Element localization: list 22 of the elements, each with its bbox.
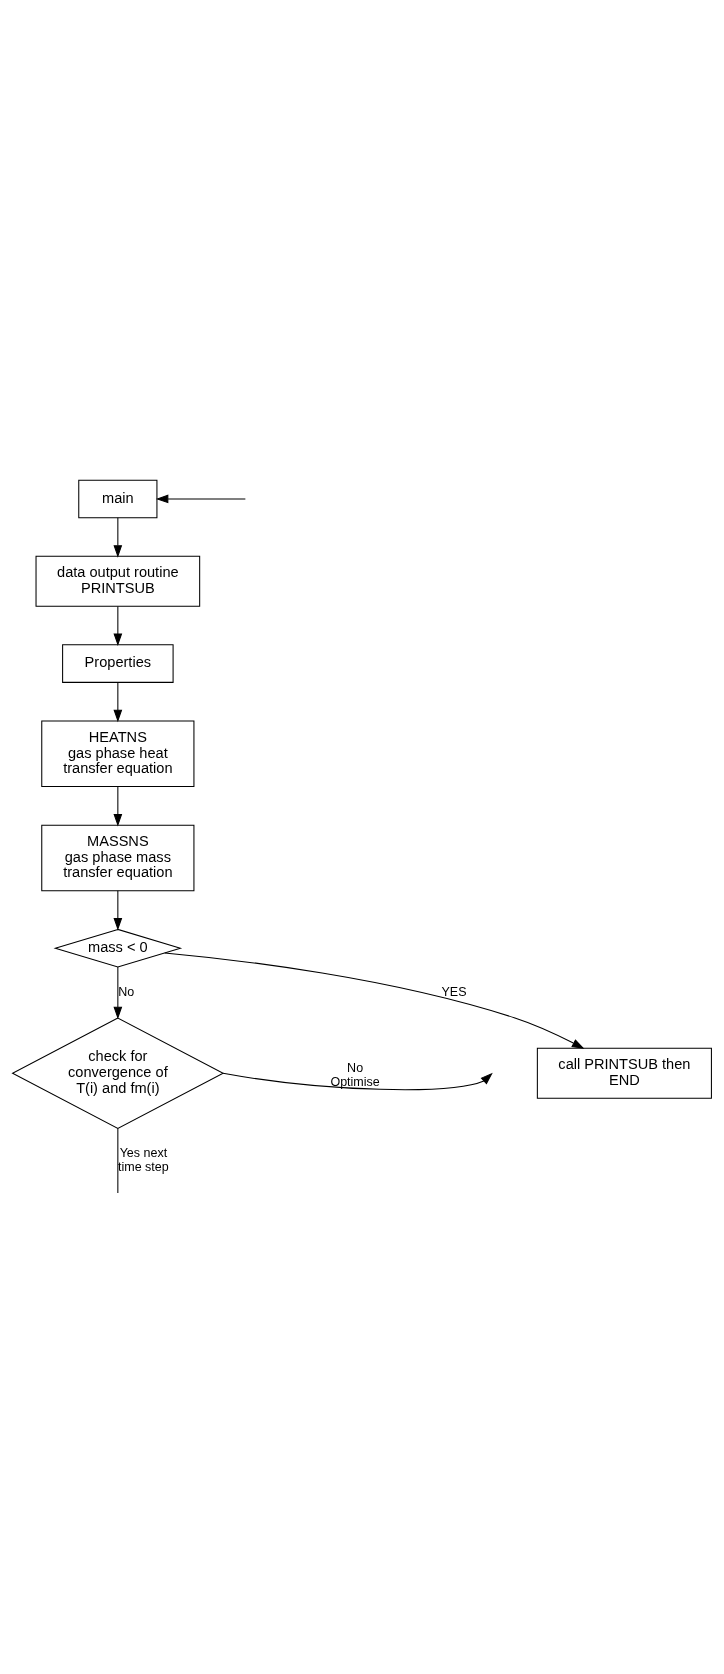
arrow xyxy=(113,786,123,827)
node-box: data output routine PRINTSUB xyxy=(35,555,201,607)
node-diamond: check for convergence of T(i) and fm(i) xyxy=(11,1017,225,1130)
edge-label: No Optimise xyxy=(330,1061,380,1089)
node-box: MASSNS gas phase mass transfer equation xyxy=(41,824,195,892)
arrow xyxy=(155,494,246,504)
arrow xyxy=(113,890,123,931)
connector xyxy=(117,1127,119,1194)
arrow xyxy=(113,966,123,1020)
edge-label: No xyxy=(118,984,135,999)
node-box: HEATNS gas phase heat transfer equation xyxy=(41,720,195,788)
arrow xyxy=(113,681,123,723)
node-box: call PRINTSUB then END xyxy=(536,1047,712,1099)
node-diamond: mass < 0 xyxy=(53,928,183,968)
edge-label: YES xyxy=(441,984,467,999)
arrow xyxy=(113,517,123,558)
node-box: main xyxy=(78,479,158,519)
arrow xyxy=(113,605,123,646)
node-box: Properties xyxy=(62,644,174,683)
edge-label: Yes next time step xyxy=(118,1146,169,1174)
arrow xyxy=(222,1072,493,1091)
arrow xyxy=(164,952,585,1049)
